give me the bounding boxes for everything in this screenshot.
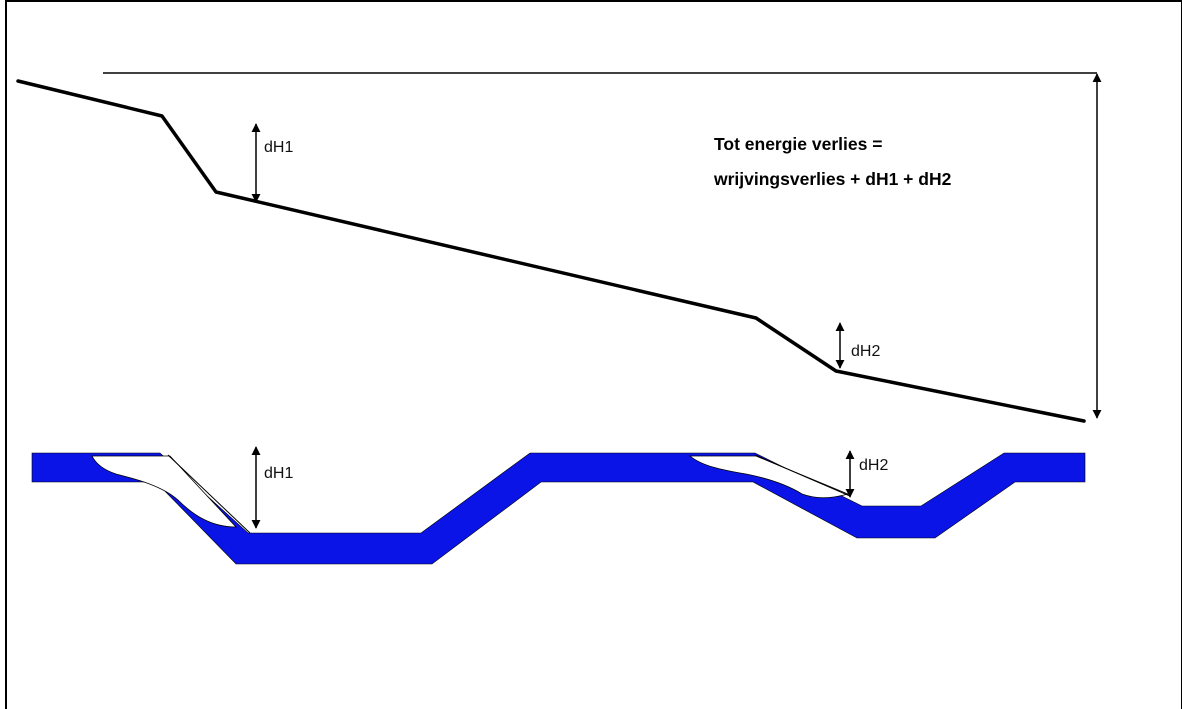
dh2-label-lower: dH2 — [859, 457, 888, 474]
energy-line — [16, 79, 1086, 423]
equation-line-1: Tot energie verlies = — [714, 134, 882, 154]
jump-1-surface-line — [167, 454, 251, 534]
jump-2-surface-line — [754, 454, 851, 497]
hydraulic-jump-2 — [688, 455, 850, 499]
dh1-label-upper: dH1 — [264, 139, 293, 156]
dh1-label-lower: dH1 — [264, 465, 293, 482]
diagram-frame — [5, 0, 1182, 709]
hydraulic-jump-1 — [91, 455, 237, 528]
dh2-label-upper: dH2 — [851, 343, 880, 360]
equation-line-2: wrijvingsverlies + dH1 + dH2 — [713, 169, 952, 189]
channel-profile — [31, 452, 1086, 565]
